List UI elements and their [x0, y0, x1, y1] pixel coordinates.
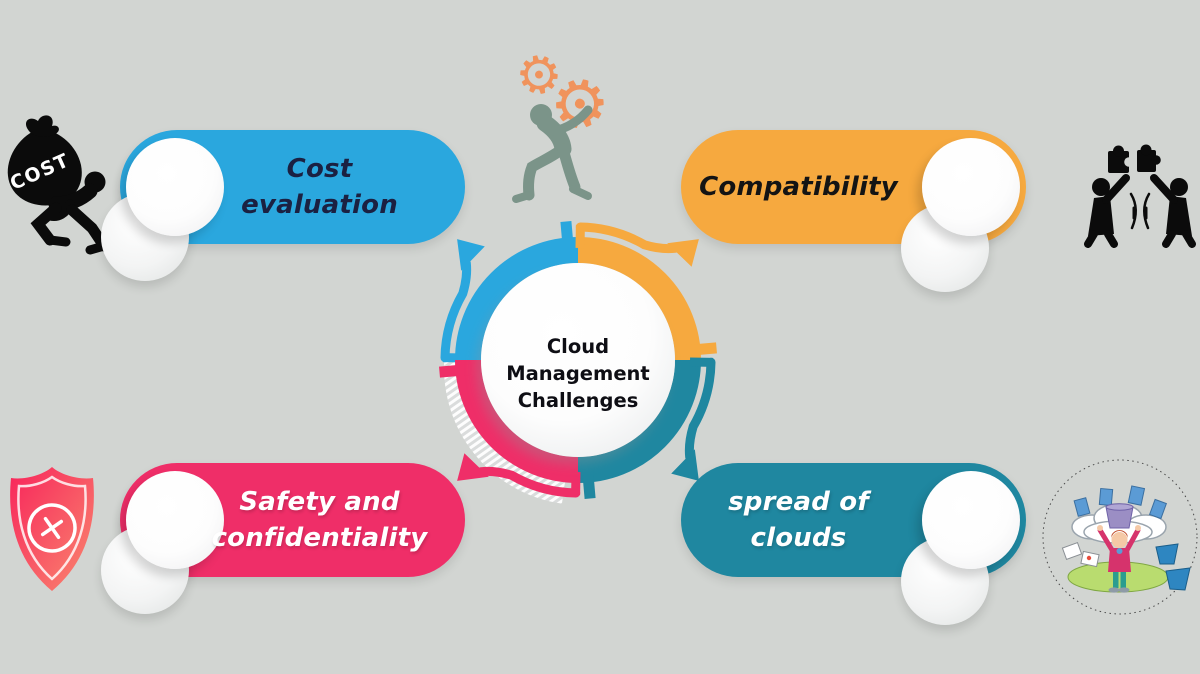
- pill-toggle-circle: [126, 138, 224, 236]
- dotted-border: [1042, 459, 1198, 615]
- scattered-papers: [1061, 541, 1100, 568]
- pill-toggle-circle: [922, 471, 1020, 569]
- bag-knot: [25, 115, 59, 137]
- right-person-body: [1166, 196, 1192, 236]
- x-badge: [27, 503, 77, 553]
- floating-documents: [1073, 485, 1168, 520]
- pill-label-line: confidentiality: [211, 523, 428, 553]
- pill-label-line: evaluation: [241, 190, 398, 220]
- center-circle: [481, 263, 675, 457]
- diagram-title-line2: Challenges: [517, 389, 639, 412]
- pill-toggle-circle: [922, 138, 1020, 236]
- right-person-head: [1170, 178, 1188, 196]
- buckets: [1155, 543, 1191, 591]
- pill-toggle-circle: [126, 471, 224, 569]
- left-person-body: [1088, 196, 1114, 236]
- diagram-title: Cloud Management Challenges: [478, 333, 678, 414]
- pill-label: Compatibility: [687, 130, 910, 244]
- pill-spread-of-clouds: spread of clouds: [681, 463, 1026, 625]
- diagram-title-line1: Cloud Management: [506, 335, 650, 385]
- cost-bag-icon: COST: [7, 115, 110, 255]
- pill-label-line: spread of: [728, 487, 869, 517]
- pill-label: spread of clouds: [687, 463, 910, 577]
- pill-label: Safety and confidentiality: [208, 463, 431, 577]
- left-person-head: [1092, 178, 1110, 196]
- shield-x-icon: [10, 467, 94, 591]
- pill-cost-evaluation: Cost evaluation: [101, 130, 465, 281]
- cycle-arrows-diagram: [439, 221, 717, 504]
- gears-person-icon: ⚙ ⚙: [498, 42, 628, 216]
- cartoon-person: [1097, 503, 1141, 593]
- people-puzzle-icon: [1084, 144, 1196, 248]
- pill-label: Cost evaluation: [208, 130, 431, 244]
- pill-compatibility: Compatibility: [681, 130, 1026, 292]
- pill-label-line: Safety and: [239, 487, 400, 517]
- pill-safety-confidentiality: Safety and confidentiality: [101, 463, 465, 614]
- pill-label-line: clouds: [750, 523, 847, 553]
- pill-label-line: Cost: [286, 154, 353, 184]
- cloud-spread-illustration: [1042, 459, 1198, 615]
- pill-label-line: Compatibility: [699, 172, 898, 202]
- money-bag: [7, 129, 82, 206]
